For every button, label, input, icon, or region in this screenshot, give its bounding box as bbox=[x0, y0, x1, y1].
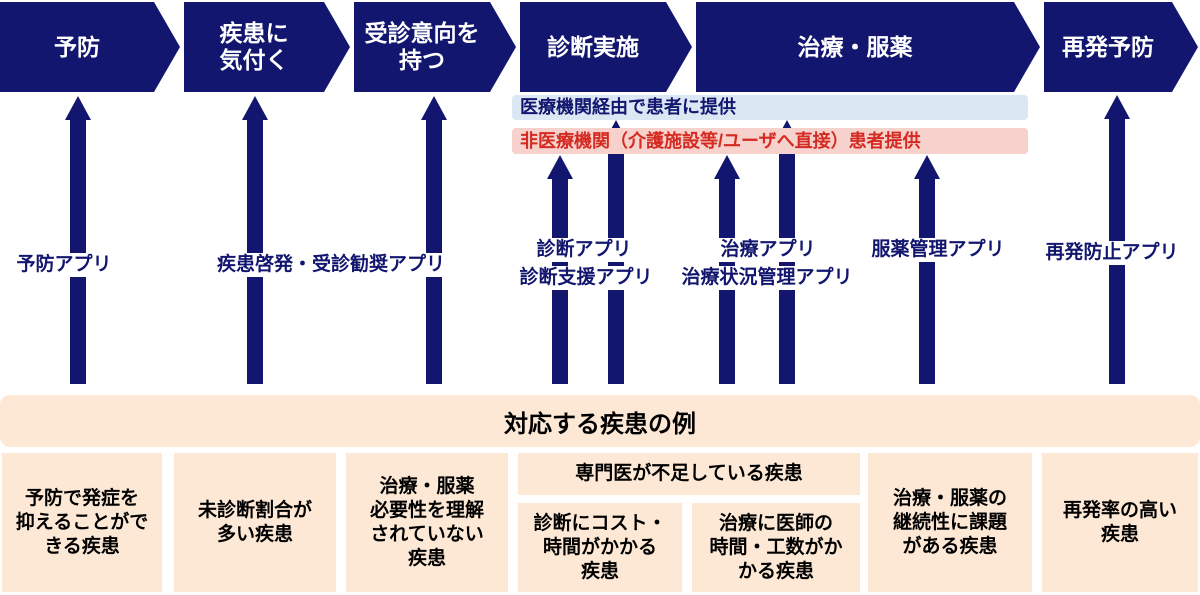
stage-label: 診断実施 bbox=[547, 33, 639, 60]
app-label-prevention: 予防アプリ bbox=[11, 253, 117, 277]
disease-box-line: されていない bbox=[370, 523, 484, 545]
stage-label: 受診意向を bbox=[364, 20, 480, 46]
disease-box-line: 治療・服薬の bbox=[892, 487, 1007, 509]
disease-box-line: 専門医が不足している疾患 bbox=[575, 463, 803, 484]
stage-chevron-prevention: 予防 bbox=[0, 2, 180, 92]
stage-label: 再発予防 bbox=[1062, 33, 1154, 60]
stage-label: 疾患に bbox=[219, 20, 289, 46]
app-label-diagnosis-support: 診断支援アプリ bbox=[514, 266, 658, 290]
disease-box-specialist-shortage: 専門医が不足している疾患 bbox=[518, 453, 860, 495]
disease-box-line: 時間がかかる bbox=[542, 536, 657, 558]
up-arrow-awareness bbox=[242, 96, 268, 384]
disease-box-line: がある疾患 bbox=[902, 535, 998, 557]
disease-box-line: 予防で発症を bbox=[24, 487, 139, 509]
app-label-diagnosis: 診断アプリ bbox=[531, 238, 637, 262]
stage-chevron-notice-disease: 疾患に 気付く bbox=[184, 2, 350, 92]
banner-via-medical-institution: 医療機関経由で患者に提供 bbox=[512, 95, 1028, 120]
stage-label: 気付く bbox=[219, 47, 289, 73]
stage-chevron-diagnosis: 診断実施 bbox=[520, 2, 692, 92]
disease-box-line: 治療に医師の bbox=[718, 512, 833, 534]
disease-box-line: 多い疾患 bbox=[216, 523, 293, 545]
disease-box-line: 疾患 bbox=[580, 560, 619, 582]
disease-box-line: 抑えることがで bbox=[15, 511, 149, 533]
disease-box-line: 時間・工数がか bbox=[709, 536, 843, 558]
up-arrow-medication bbox=[914, 155, 940, 384]
app-label-treatment-status: 治療状況管理アプリ bbox=[676, 266, 858, 290]
disease-box-treatment-doctor-time: 治療に医師の 時間・工数がか かる疾患 bbox=[692, 503, 860, 592]
stage-label: 予防 bbox=[54, 33, 100, 60]
stage-label: 持つ bbox=[399, 47, 445, 73]
disease-box-line: 疾患 bbox=[1100, 523, 1139, 545]
disease-box-diagnosis-cost-time: 診断にコスト・ 時間がかかる 疾患 bbox=[518, 503, 682, 592]
disease-box-line: 診断にコスト・ bbox=[533, 512, 667, 534]
app-label-awareness: 疾患啓発・受診勧奨アプリ bbox=[211, 253, 451, 277]
disease-box-line: 再発率の高い bbox=[1062, 499, 1177, 521]
app-label-relapse-prevention: 再発防止アプリ bbox=[1040, 241, 1184, 265]
app-label-medication: 服薬管理アプリ bbox=[866, 238, 1010, 262]
up-arrow-relapse-prevention bbox=[1104, 95, 1130, 384]
disease-box-line: かる疾患 bbox=[737, 560, 814, 582]
up-arrow-visit-intent bbox=[421, 96, 447, 384]
stage-chevron-treatment-medication: 治療・服薬 bbox=[696, 2, 1040, 92]
stage-chevron-relapse-prevention: 再発予防 bbox=[1044, 2, 1198, 92]
disease-box-high-recurrence: 再発率の高い 疾患 bbox=[1042, 453, 1198, 592]
stage-chevron-intent-to-visit: 受診意向を 持つ bbox=[354, 2, 516, 92]
disease-box-line: 必要性を理解 bbox=[369, 499, 484, 521]
app-label-treatment: 治療アプリ bbox=[715, 238, 821, 262]
disease-box-line: 継続性に課題 bbox=[892, 511, 1007, 533]
disease-box-prevention: 予防で発症を 抑えることがで きる疾患 bbox=[2, 453, 162, 592]
disease-box-line: 治療・服薬 bbox=[379, 475, 475, 497]
disease-box-continuity-issue: 治療・服薬の 継続性に課題 がある疾患 bbox=[868, 453, 1032, 592]
disease-box-necessity-not-understood: 治療・服薬 必要性を理解 されていない 疾患 bbox=[346, 453, 508, 592]
disease-box-line: 疾患 bbox=[407, 547, 446, 569]
disease-box-undiagnosed: 未診断割合が 多い疾患 bbox=[174, 453, 336, 592]
disease-box-line: きる疾患 bbox=[44, 535, 120, 557]
disease-band: 対応する疾患の例 bbox=[0, 395, 1200, 447]
disease-band-title: 対応する疾患の例 bbox=[504, 410, 696, 438]
up-arrow-prevention bbox=[65, 96, 91, 384]
stage-label: 治療・服薬 bbox=[797, 33, 913, 60]
banner-non-medical-institution: 非医療機関（介護施設等/ユーザへ直接）患者提供 bbox=[512, 128, 1028, 154]
disease-box-line: 未診断割合が bbox=[197, 499, 312, 521]
